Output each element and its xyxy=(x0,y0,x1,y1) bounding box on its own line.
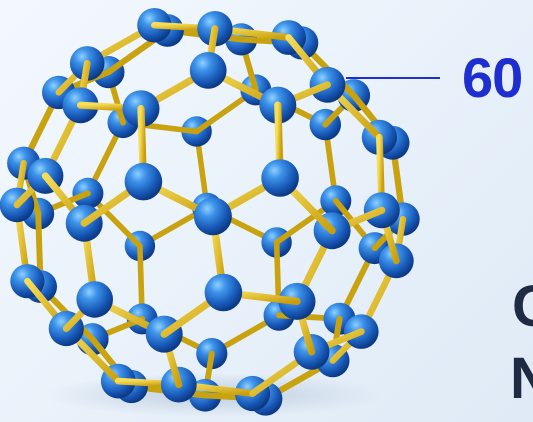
carbon-atom xyxy=(204,273,243,312)
cutoff-text-line-1: C xyxy=(512,274,533,339)
cutoff-text-line-2: N xyxy=(510,346,533,411)
carbon-atom xyxy=(189,52,227,89)
carbon-atom xyxy=(261,159,299,197)
carbon-atom xyxy=(76,281,113,318)
bond-group xyxy=(0,8,420,416)
carbon-atom xyxy=(124,162,163,201)
atom-count-label: 60 xyxy=(462,46,523,109)
carbon-atom xyxy=(193,197,232,236)
